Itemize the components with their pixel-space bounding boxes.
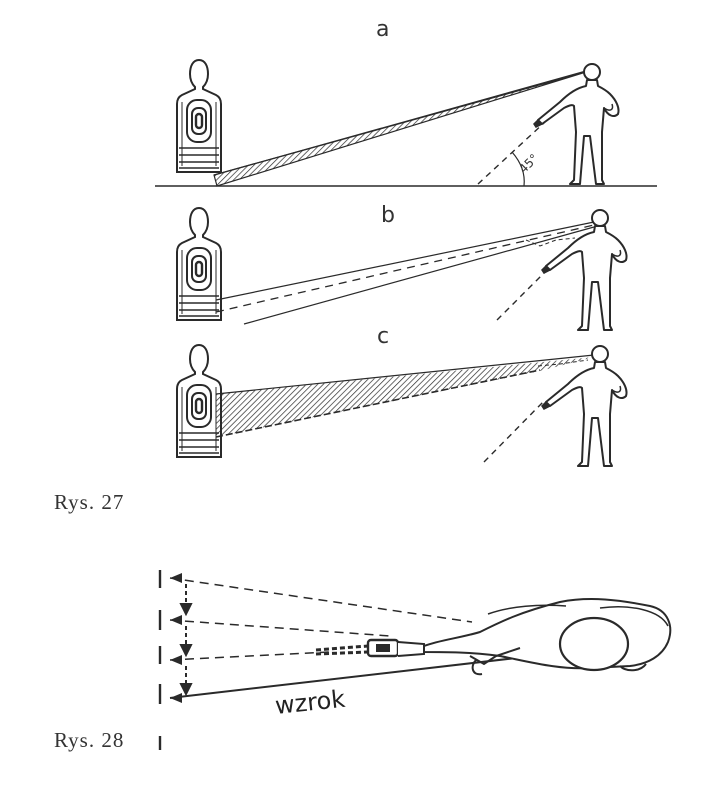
sight-label: wzrok bbox=[274, 685, 347, 720]
panel-a-target bbox=[177, 60, 221, 172]
prone-body bbox=[424, 599, 670, 668]
panel-b-sight-line-upper bbox=[216, 222, 594, 300]
figure-28-caption: Rys. 28 bbox=[54, 728, 124, 753]
panel-c-letter: c bbox=[377, 324, 389, 349]
panel-b-shooter bbox=[542, 210, 627, 330]
figure-27-caption: Rys. 27 bbox=[54, 490, 124, 515]
panel-b-sight-line-lower bbox=[244, 227, 594, 324]
panel-a-arm-dashed-line bbox=[478, 122, 545, 184]
shooter-head bbox=[560, 618, 628, 670]
panel-b-sight-line-dashed bbox=[216, 225, 594, 312]
sight-line bbox=[170, 652, 568, 698]
panel-a-angle-label: 45° bbox=[516, 151, 541, 176]
panel-b-letter: b bbox=[381, 203, 395, 228]
panel-c-arm-dashed-line bbox=[484, 400, 545, 462]
panel-b-arm-dashed-line bbox=[497, 268, 549, 320]
panel-c-target bbox=[177, 345, 221, 457]
panel-a-letter: a bbox=[376, 17, 389, 42]
panel-c-hatched-sight-area bbox=[216, 357, 594, 437]
panel-b-target bbox=[177, 208, 221, 320]
figure-28-drawing: wzrok bbox=[160, 570, 670, 750]
